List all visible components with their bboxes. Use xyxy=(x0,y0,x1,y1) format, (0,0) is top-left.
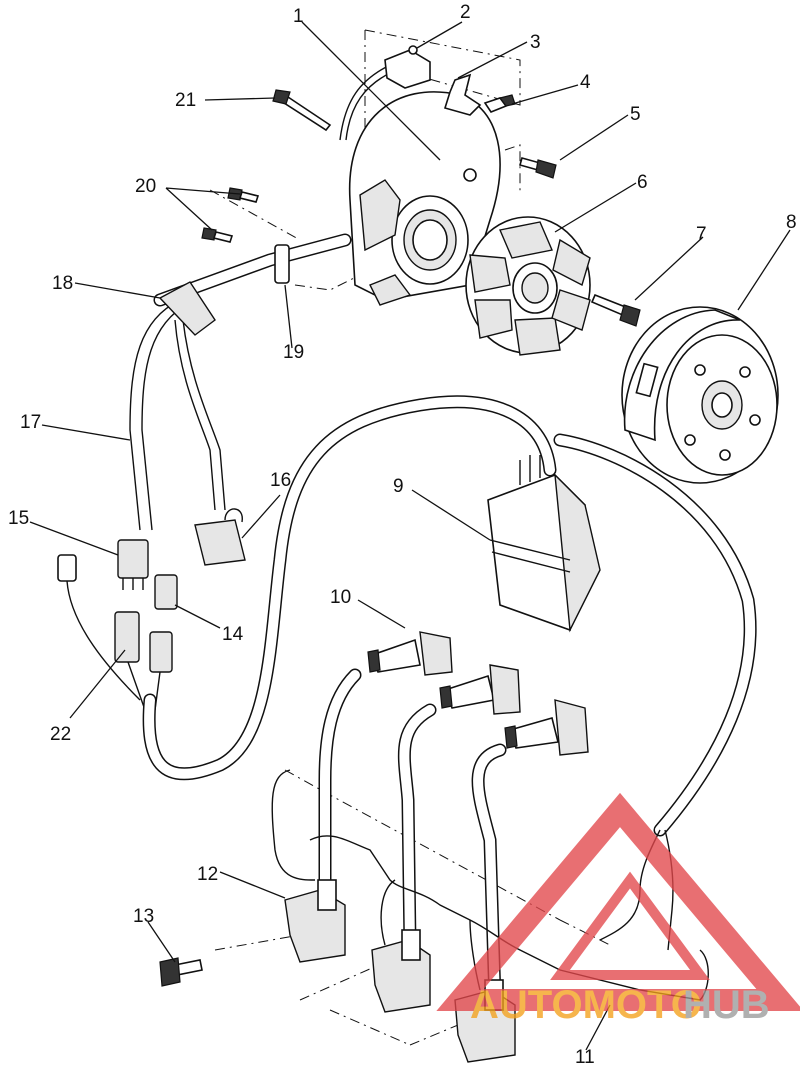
callout-3: 3 xyxy=(530,32,541,53)
screw-20b xyxy=(201,227,234,243)
callout-11: 11 xyxy=(575,1047,595,1067)
callout-13: 13 xyxy=(133,906,154,927)
plug-22-left xyxy=(57,554,141,701)
callout-16: 16 xyxy=(270,470,291,491)
callout-20: 20 xyxy=(135,176,156,197)
screw-4 xyxy=(483,94,516,113)
callout-6: 6 xyxy=(637,172,648,193)
automotohub-watermark: AUTOMOTO HUB xyxy=(436,792,800,1027)
callout-17: 17 xyxy=(20,412,41,433)
watermark-text-automoto: AUTOMOTO xyxy=(470,983,702,1027)
watermark-text-hub: HUB xyxy=(683,983,770,1027)
callout-21: 21 xyxy=(175,90,196,111)
bolt-7 xyxy=(590,293,641,327)
clamp-plate xyxy=(443,73,482,116)
watermark-triangle xyxy=(436,792,800,1011)
callout-9: 9 xyxy=(393,476,404,497)
plug-cap-c xyxy=(504,699,589,756)
screw-20a xyxy=(227,187,260,203)
callout-22: 22 xyxy=(50,724,71,745)
connector-16 xyxy=(194,508,246,566)
bolt-13 xyxy=(159,957,203,987)
screw-21 xyxy=(272,89,332,132)
callout-15: 15 xyxy=(8,508,29,529)
ignition-coil-2 xyxy=(371,929,431,1013)
callout-12: 12 xyxy=(197,864,218,885)
flywheel xyxy=(621,306,779,484)
main-harness xyxy=(129,233,352,531)
callout-14: 14 xyxy=(222,624,244,645)
callout-5: 5 xyxy=(630,104,641,125)
callout-7: 7 xyxy=(696,224,707,245)
plug-cap-b xyxy=(439,664,521,715)
stator-plate xyxy=(339,64,501,306)
leader-lines xyxy=(29,21,791,1051)
callout-10: 10 xyxy=(330,587,351,608)
watermark-inner-triangle xyxy=(550,871,710,980)
callout-19: 19 xyxy=(283,342,304,363)
pickup-bracket xyxy=(384,45,431,89)
ignition-coil-1 xyxy=(284,879,346,963)
callout-1: 1 xyxy=(293,6,304,27)
connector-14 xyxy=(154,574,178,610)
clamp-19 xyxy=(274,244,290,284)
stator-coil xyxy=(465,216,591,356)
cdi-box xyxy=(487,455,601,633)
callout-4: 4 xyxy=(580,72,591,93)
plug-cap-a xyxy=(367,631,453,676)
grommet-18 xyxy=(158,281,216,336)
connector-15 xyxy=(117,539,149,590)
callout-8: 8 xyxy=(786,212,797,233)
callout-labels: 1 2 3 4 5 6 7 8 9 10 11 12 13 14 15 16 1… xyxy=(8,2,797,1067)
connector-22 xyxy=(114,611,173,741)
callout-2: 2 xyxy=(460,2,471,23)
callout-18: 18 xyxy=(52,273,73,294)
screw-5 xyxy=(519,157,557,179)
harness-loop xyxy=(142,395,757,837)
ht-leads xyxy=(318,668,507,1007)
